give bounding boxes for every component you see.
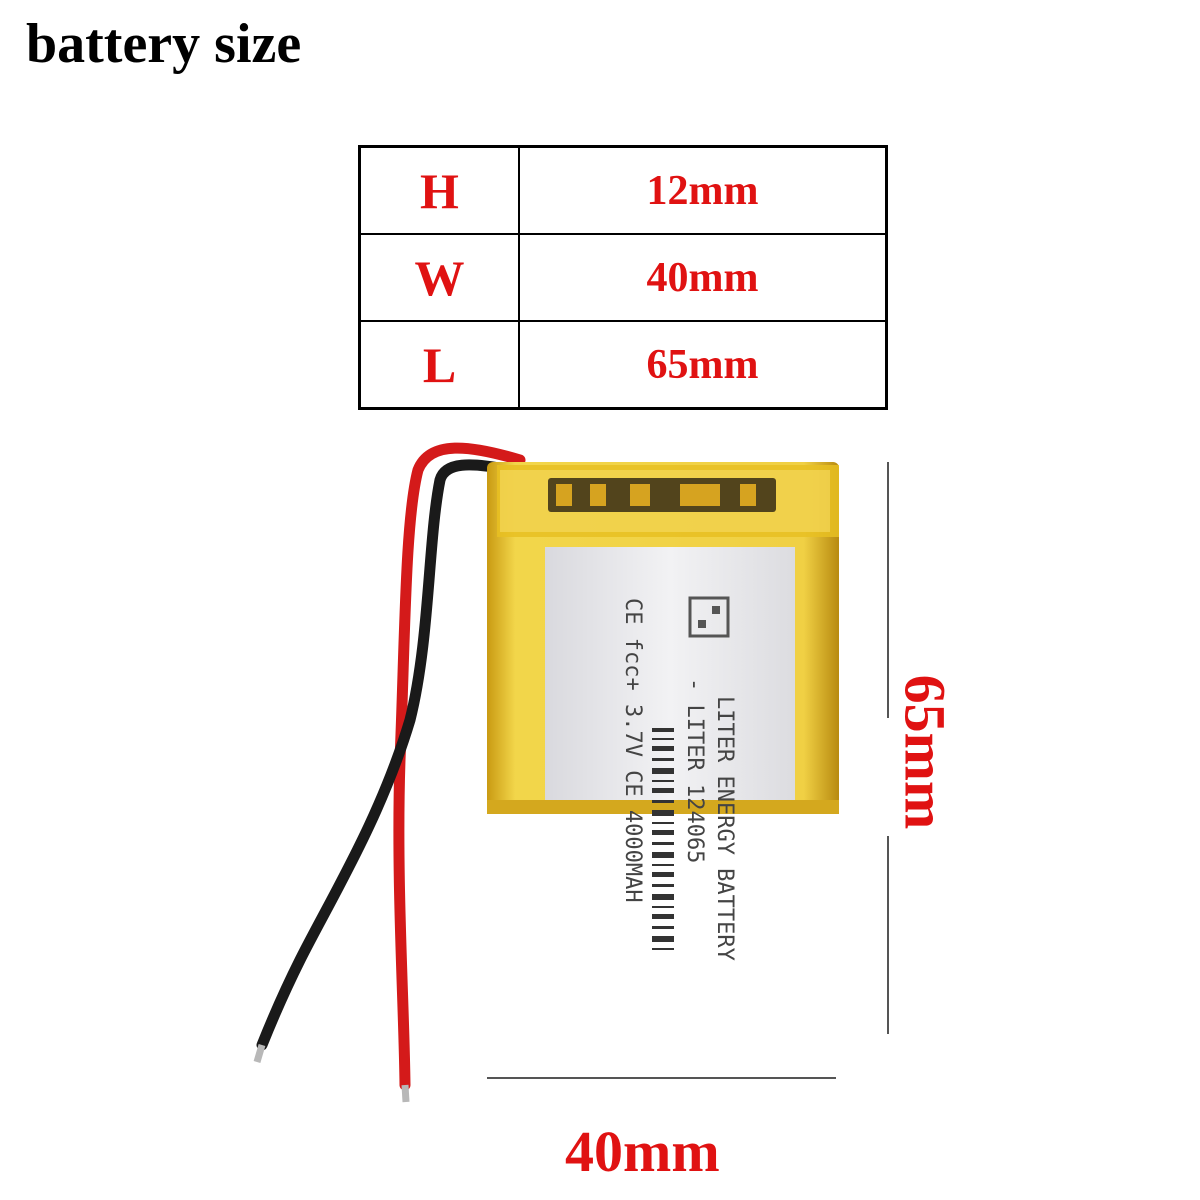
- label-line-3: CE fcc+ 3.7V CE 4000MAH: [620, 598, 645, 903]
- table-row: W 40mm: [358, 233, 888, 322]
- dimension-key: H: [358, 145, 520, 235]
- table-row: L 65mm: [358, 320, 888, 410]
- label-line-1: LITER ENERGY BATTERY: [712, 696, 737, 961]
- qr-code-icon: [688, 596, 730, 638]
- label-printed-text: LITER ENERGY BATTERY - LITER 124065 CE f…: [620, 596, 737, 961]
- battery-label: [545, 547, 795, 802]
- table-row: H 12mm: [358, 145, 888, 235]
- wire-red: [393, 442, 526, 1103]
- width-dimension-label: 40mm: [565, 1119, 720, 1184]
- battery-body: [487, 462, 839, 814]
- dimension-value: 12mm: [518, 145, 888, 235]
- dimension-value: 65mm: [518, 320, 888, 410]
- dimension-key: L: [358, 320, 520, 410]
- length-dimension-label: 65mm: [892, 674, 958, 830]
- label-line-2: - LITER 124065: [682, 678, 707, 863]
- wire-black: [253, 459, 516, 1063]
- dimension-value: 40mm: [518, 233, 888, 322]
- dimension-key: W: [358, 233, 520, 322]
- barcode: [652, 728, 674, 950]
- dimension-table: H 12mm W 40mm L 65mm: [358, 145, 888, 410]
- page-title: battery size: [26, 13, 302, 75]
